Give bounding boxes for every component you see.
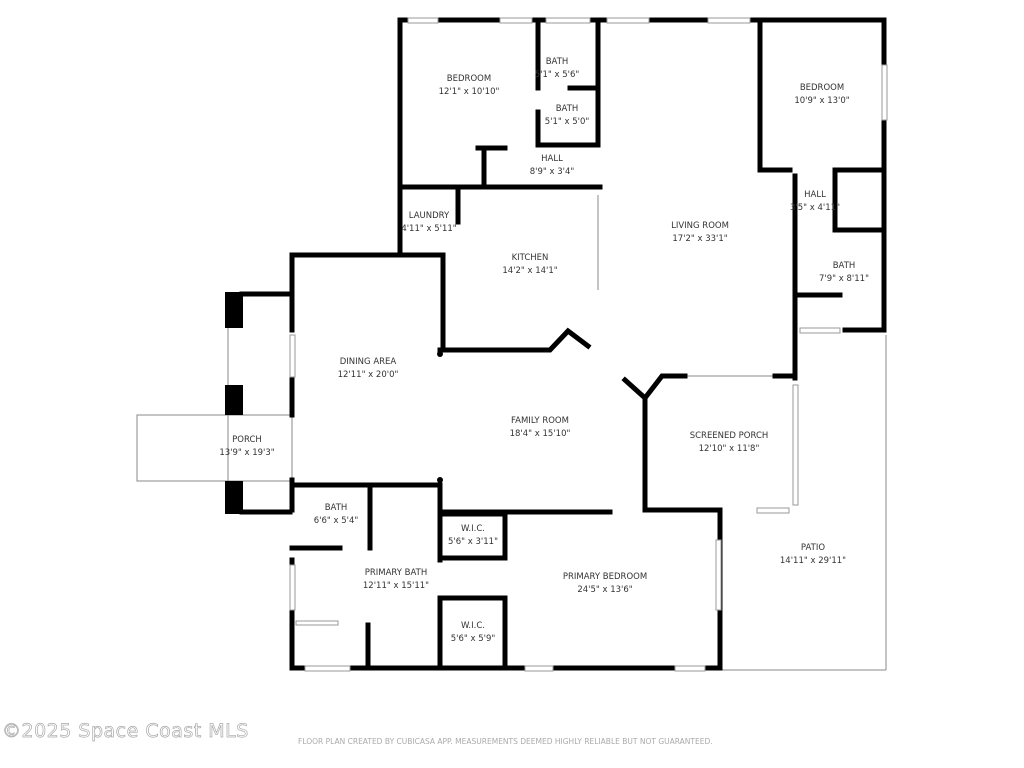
room-label-wic-1: W.I.C.5'6" x 3'11": [448, 524, 498, 547]
disclaimer-text: FLOOR PLAN CREATED BY CUBICASA APP. MEAS…: [298, 737, 713, 746]
copyright-watermark: ©2025 Space Coast MLS: [2, 720, 249, 743]
room-label-wic-2: W.I.C.5'6" x 5'9": [450, 621, 496, 644]
windows: [289, 17, 888, 672]
